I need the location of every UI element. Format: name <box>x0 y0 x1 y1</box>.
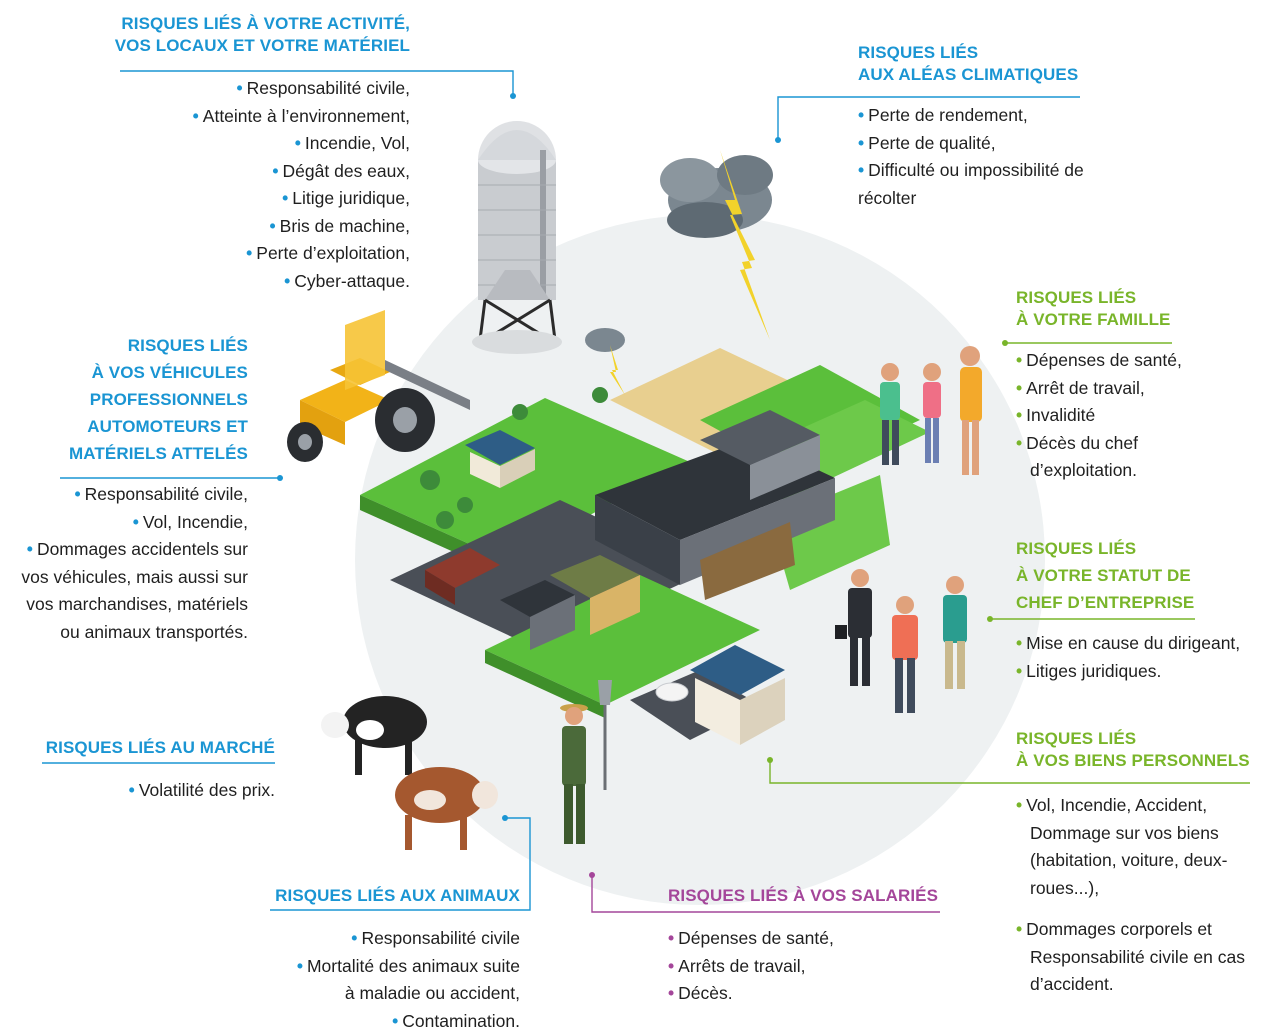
list-item: à maladie ou accident, <box>260 980 520 1008</box>
title-animaux: RISQUES LIÉS AUX ANIMAUX <box>260 885 520 913</box>
list-item: •Vol, Incendie, Accident, <box>1016 792 1262 820</box>
block-statut: RISQUES LIÉS À VOTRE STATUT DE CHEF D’EN… <box>1016 535 1262 685</box>
list-item: d’accident. <box>1016 971 1262 999</box>
list-salaries: •Dépenses de santé, •Arrêts de travail, … <box>668 925 948 1008</box>
list-item: •Cyber-attaque. <box>100 268 410 296</box>
title-statut: RISQUES LIÉS À VOTRE STATUT DE CHEF D’EN… <box>1016 535 1262 622</box>
list-item: d’exploitation. <box>1016 457 1256 485</box>
list-item: •Incendie, Vol, <box>100 130 410 158</box>
list-biens: •Vol, Incendie, Accident, Dommage sur vo… <box>1016 792 1262 999</box>
list-item: roues...), <box>1016 875 1262 903</box>
list-item: vos véhicules, mais aussi sur <box>0 564 248 592</box>
list-item: •Responsabilité civile, <box>0 481 248 509</box>
list-item: (habitation, voiture, deux- <box>1016 847 1262 875</box>
list-item: •Bris de machine, <box>100 213 410 241</box>
list-item: •Perte de rendement, <box>858 102 1138 130</box>
title-activite: RISQUES LIÉS À VOTRE ACTIVITÉ, VOS LOCAU… <box>100 13 410 63</box>
list-item: ou animaux transportés. <box>0 619 248 647</box>
list-marche: •Volatilité des prix. <box>30 777 275 805</box>
block-famille: RISQUES LIÉS À VOTRE FAMILLE •Dépenses d… <box>1016 287 1256 485</box>
list-item: •Perte d’exploitation, <box>100 240 410 268</box>
title-marche: RISQUES LIÉS AU MARCHÉ <box>30 737 275 765</box>
list-item: •Contamination. <box>260 1008 520 1035</box>
title-biens: RISQUES LIÉS À VOS BIENS PERSONNELS <box>1016 728 1262 778</box>
block-climat: RISQUES LIÉS AUX ALÉAS CLIMATIQUES •Pert… <box>858 42 1138 212</box>
title-famille: RISQUES LIÉS À VOTRE FAMILLE <box>1016 287 1256 337</box>
list-item: •Perte de qualité, <box>858 130 1138 158</box>
list-item: •Litige juridique, <box>100 185 410 213</box>
list-item: récolter <box>858 185 1138 213</box>
list-item: vos marchandises, matériels <box>0 591 248 619</box>
list-item: •Décès du chef <box>1016 430 1256 458</box>
list-item: •Responsabilité civile <box>260 925 520 953</box>
list-famille: •Dépenses de santé, •Arrêt de travail, •… <box>1016 347 1256 485</box>
title-climat: RISQUES LIÉS AUX ALÉAS CLIMATIQUES <box>858 42 1138 92</box>
list-item: •Litiges juridiques. <box>1016 658 1262 686</box>
title-vehicules: RISQUES LIÉS À VOS VÉHICULES PROFESSIONN… <box>0 332 248 473</box>
list-item: Responsabilité civile en cas <box>1016 944 1262 972</box>
block-marche: RISQUES LIÉS AU MARCHÉ •Volatilité des p… <box>30 737 275 805</box>
block-animaux: RISQUES LIÉS AUX ANIMAUX •Responsabilité… <box>260 885 520 1035</box>
title-salaries: RISQUES LIÉS À VOS SALARIÉS <box>668 885 948 913</box>
list-item: •Arrêt de travail, <box>1016 375 1256 403</box>
list-item: Dommage sur vos biens <box>1016 820 1262 848</box>
list-item: •Atteinte à l’environnement, <box>100 103 410 131</box>
list-vehicules: •Responsabilité civile, •Vol, Incendie, … <box>0 481 248 646</box>
list-item: •Mortalité des animaux suite <box>260 953 520 981</box>
family-figures <box>880 346 982 475</box>
list-item: •Volatilité des prix. <box>30 777 275 805</box>
list-item: •Dépenses de santé, <box>668 925 948 953</box>
list-item: •Invalidité <box>1016 402 1256 430</box>
block-biens: RISQUES LIÉS À VOS BIENS PERSONNELS •Vol… <box>1016 728 1262 999</box>
list-item: •Dépenses de santé, <box>1016 347 1256 375</box>
list-item: •Vol, Incendie, <box>0 509 248 537</box>
list-activite: •Responsabilité civile, •Atteinte à l’en… <box>100 75 410 295</box>
list-item: •Arrêts de travail, <box>668 953 948 981</box>
list-animaux: •Responsabilité civile •Mortalité des an… <box>260 925 520 1035</box>
list-item: •Dégât des eaux, <box>100 158 410 186</box>
list-item: •Mise en cause du dirigeant, <box>1016 630 1262 658</box>
block-vehicules: RISQUES LIÉS À VOS VÉHICULES PROFESSIONN… <box>0 332 248 646</box>
list-item: •Dommages accidentels sur <box>0 536 248 564</box>
block-activite: RISQUES LIÉS À VOTRE ACTIVITÉ, VOS LOCAU… <box>100 13 410 295</box>
block-salaries: RISQUES LIÉS À VOS SALARIÉS •Dépenses de… <box>668 885 948 1008</box>
list-item: •Dommages corporels et <box>1016 916 1262 944</box>
list-climat: •Perte de rendement, •Perte de qualité, … <box>858 102 1138 212</box>
list-item: •Difficulté ou impossibilité de <box>858 157 1138 185</box>
list-item: •Décès. <box>668 980 948 1008</box>
list-item: •Responsabilité civile, <box>100 75 410 103</box>
list-statut: •Mise en cause du dirigeant, •Litiges ju… <box>1016 630 1262 685</box>
